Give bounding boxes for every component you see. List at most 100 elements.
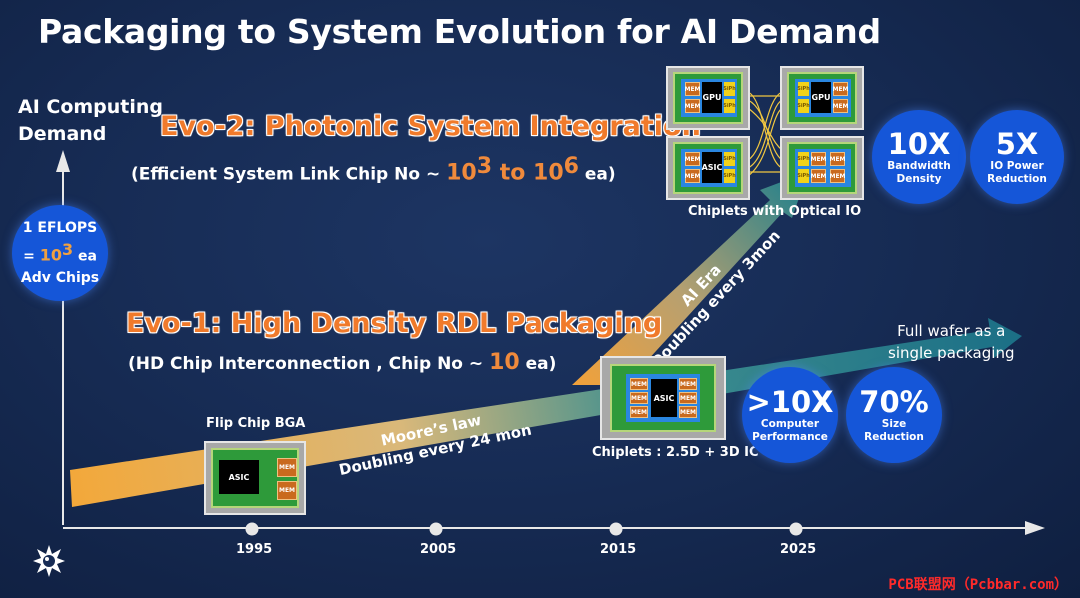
optical-module-2-substrate: SiPh SiPh GPU MEM MEM [787, 72, 857, 124]
metric-bandwidth-density: 10X Bandwidth Density [872, 110, 966, 204]
optical-module-1-siph-1: SiPh [723, 82, 736, 96]
metric-performance-label2: Performance [752, 431, 828, 443]
optical-module-4-siph-1: SiPh [797, 152, 810, 166]
y-axis-label-line2: Demand [18, 123, 107, 145]
optical-module-4-siph-2: SiPh [797, 169, 810, 183]
chiplet-25d-package: MEM MEM MEM ASIC MEM MEM MEM [600, 356, 726, 440]
eflops-badge: 1 EFLOPS = 103 ea Adv Chips [12, 205, 108, 301]
y-axis-label-line1: AI Computing [18, 96, 164, 118]
eflops-unit: ea [73, 248, 97, 265]
optical-module-1-gpu: GPU [702, 82, 722, 113]
evo2-title: Evo-2: Photonic System Integration [160, 111, 701, 142]
eflops-eq: = [23, 248, 40, 265]
optical-module-2: SiPh SiPh GPU MEM MEM [780, 66, 864, 130]
optical-module-1: MEM MEM GPU SiPh SiPh [666, 66, 750, 130]
page-title: Packaging to System Evolution for AI Dem… [38, 12, 881, 51]
metric-performance-label1: Computer [760, 418, 820, 430]
metric-computer-performance: >10X Computer Performance [742, 367, 838, 463]
tick-1995 [245, 522, 259, 536]
optical-links [747, 91, 783, 177]
optical-module-3-mem-1: MEM [684, 152, 701, 166]
optical-module-4-mem-3: MEM [829, 152, 846, 166]
optical-module-3-substrate: MEM MEM ASIC SiPh SiPh [673, 142, 743, 194]
moore-law-arrow [70, 318, 1022, 507]
eflops-line1: 1 EFLOPS [22, 219, 98, 236]
metric-io-power: 5X IO Power Reduction [970, 110, 1064, 204]
optical-module-2-mem-2: MEM [832, 99, 849, 113]
optical-module-2-siph-2: SiPh [797, 99, 810, 113]
metric-bandwidth-value: 10X [887, 127, 951, 161]
evo1-value: 10 [489, 350, 520, 375]
evo2-subtitle: (Efficient System Link Chip No ~ 103 to … [131, 154, 616, 186]
optical-module-1-mem-2: MEM [684, 99, 701, 113]
optical-module-2-gpu: GPU [811, 82, 831, 113]
optical-module-4-substrate: SiPh SiPh MEM MEM MEM MEM [787, 142, 857, 194]
evo2-exp1: 3 [476, 154, 493, 179]
flip-chip-asic: ASIC [219, 460, 259, 494]
optical-module-3-siph-1: SiPh [723, 152, 736, 166]
optical-module-3: MEM MEM ASIC SiPh SiPh [666, 136, 750, 200]
evo2-sub-suffix: ea) [578, 164, 616, 185]
optical-caption: Chiplets with Optical IO [688, 204, 862, 219]
metric-bandwidth-label1: Bandwidth [887, 160, 951, 172]
optical-module-1-mem-1: MEM [684, 82, 701, 96]
flip-chip-substrate: ASIC MEM MEM [211, 448, 299, 508]
year-label-2025-2015: 2015 [600, 542, 637, 557]
metric-performance-value: >10X [746, 385, 834, 419]
year-label-1995: 1995 [236, 542, 273, 557]
chiplet-25d-mem-4: MEM [679, 378, 697, 390]
metric-size-label1: Size [881, 418, 907, 430]
metric-size-reduction: 70% Size Reduction [846, 367, 942, 463]
evo2-exp2: 6 [563, 154, 579, 179]
flip-chip-caption: Flip Chip BGA [206, 416, 306, 431]
optical-module-1-siph-2: SiPh [723, 99, 736, 113]
wafer-line1: Full wafer as a [897, 322, 1006, 340]
optical-module-1-substrate: MEM MEM GPU SiPh SiPh [673, 72, 743, 124]
metric-size-value: 70% [859, 385, 929, 419]
optical-module-2-mem-1: MEM [832, 82, 849, 96]
optical-module-4-mem-1: MEM [810, 152, 827, 166]
metric-bandwidth-label2: Density [896, 173, 942, 185]
x-axis-arrowhead [1025, 521, 1045, 535]
evo1-title: Evo-1: High Density RDL Packaging [126, 308, 663, 339]
evo2-mid: to [492, 160, 534, 186]
metric-io-power-label1: IO Power [990, 160, 1044, 172]
flip-chip-package: ASIC MEM MEM [204, 441, 306, 515]
optical-module-3-mem-2: MEM [684, 169, 701, 183]
wafer-line2: single packaging [888, 344, 1015, 362]
sun-logo-icon [33, 545, 65, 577]
evo2-base1: 10 [446, 160, 477, 186]
evo2-base2: 10 [533, 160, 564, 186]
year-label-2005: 2005 [420, 542, 457, 557]
wafer-label: Full wafer as a single packaging [888, 320, 1014, 364]
flip-chip-mem-1: MEM [277, 458, 297, 477]
watermark: PCB联盟网（Pcbbar.com） [888, 577, 1068, 593]
evo1-sub-suffix: ea) [519, 354, 557, 374]
chiplet-25d-asic: ASIC [651, 379, 677, 417]
eflops-line3: Adv Chips [20, 270, 100, 287]
evo1-subtitle: (HD Chip Interconnection , Chip No ~ 10 … [128, 350, 556, 375]
year-label-2025: 2025 [780, 542, 817, 557]
eflops-exp: 3 [61, 239, 74, 259]
chiplet-25d-mem-6: MEM [679, 406, 697, 418]
optical-module-4-mem-4: MEM [829, 169, 846, 183]
flip-chip-mem-2: MEM [277, 481, 297, 500]
y-axis-arrowhead [56, 150, 70, 172]
chiplet-25d-mem-5: MEM [679, 392, 697, 404]
evo1-sub-prefix: (HD Chip Interconnection , Chip No ~ [128, 354, 490, 374]
chiplet-25d-caption: Chiplets : 2.5D + 3D IC [592, 445, 759, 460]
y-axis-label: AI Computing Demand [18, 94, 163, 148]
metric-size-label2: Reduction [864, 431, 924, 443]
metric-io-power-value: 5X [995, 127, 1039, 161]
tick-2005 [429, 522, 443, 536]
chiplet-25d-mem-2: MEM [630, 392, 648, 404]
optical-module-4-mem-2: MEM [810, 169, 827, 183]
tick-2015 [609, 522, 623, 536]
evo2-sub-prefix: (Efficient System Link Chip No ~ [131, 164, 447, 185]
tick-2025 [789, 522, 803, 536]
eflops-value: 10 [39, 245, 62, 265]
optical-module-4: SiPh SiPh MEM MEM MEM MEM [780, 136, 864, 200]
optical-module-3-asic: ASIC [702, 152, 722, 183]
